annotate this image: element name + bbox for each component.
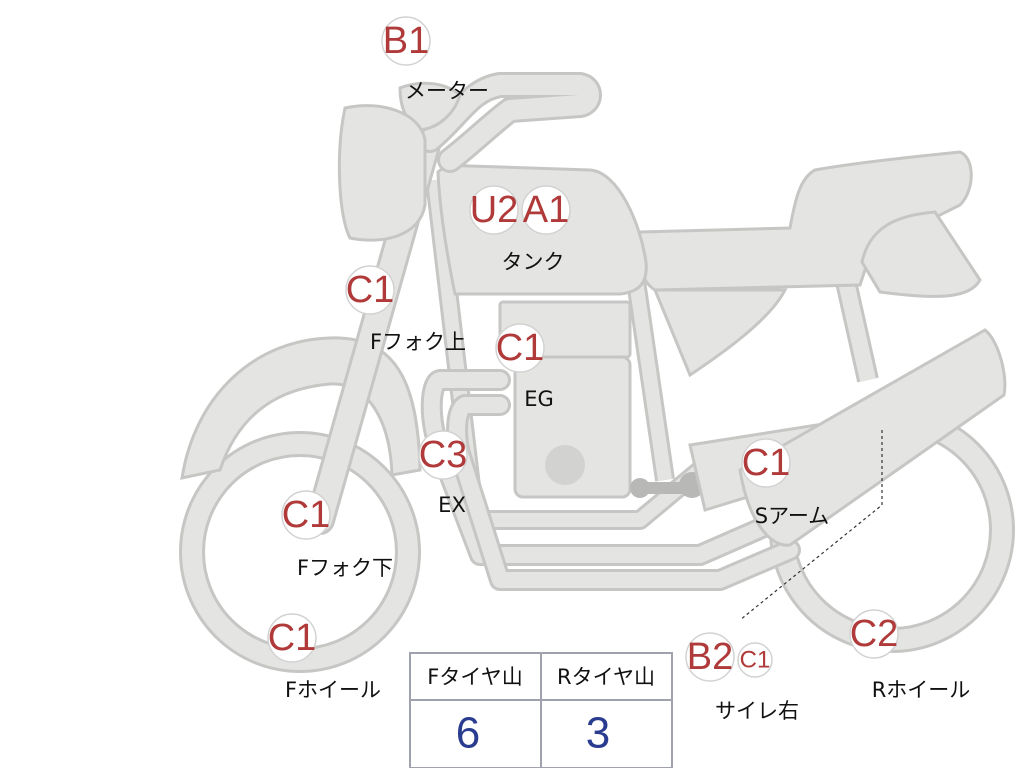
headlight <box>337 104 427 242</box>
badge-code: C2 <box>850 613 899 655</box>
side-cover <box>652 288 788 378</box>
badge-label: サイレ右 <box>715 699 799 723</box>
muffler-shape <box>738 328 1007 547</box>
tire-tread-table: Fタイヤ山 Rタイヤ山 6 3 <box>409 652 673 768</box>
badge-meter: B1 メーター <box>381 16 489 103</box>
badge-swingarm: C1 Sアーム <box>741 438 829 528</box>
badge-label: Fホイール <box>285 678 381 702</box>
footpeg <box>630 472 706 498</box>
handlebar <box>417 72 602 173</box>
table-value-rear: 3 <box>586 709 610 758</box>
badge-code: C1 <box>496 327 545 369</box>
badge-ffork-upper: C1 Fフォク上 <box>345 265 466 354</box>
badge-code: C1 <box>346 269 395 311</box>
badge-code: C3 <box>419 434 468 476</box>
badge-code: B2 <box>687 636 733 678</box>
badge-tank-u: U2 <box>469 185 519 235</box>
badge-muffler-c: C1 サイレ右 <box>715 642 799 723</box>
badge-label: Fフォク上 <box>370 330 466 354</box>
badge-label: Fフォク下 <box>297 556 393 580</box>
table-header-front: Fタイヤ山 <box>427 665 522 689</box>
badge-code: C1 <box>268 617 317 659</box>
badge-fwheel: C1 Fホイール <box>267 613 381 702</box>
badge-tank-a: A1 タンク <box>502 185 571 274</box>
badge-label: Sアーム <box>755 504 829 528</box>
badge-code: U2 <box>470 189 519 231</box>
badge-engine: C1 EG <box>495 323 554 411</box>
badge-code: C1 <box>740 647 771 674</box>
badge-code: B1 <box>383 20 429 62</box>
badge-label: メーター <box>405 79 489 103</box>
badge-label: Rホイール <box>872 678 971 702</box>
badge-ffork-lower: C1 Fフォク下 <box>281 490 393 580</box>
rear-fender <box>860 210 982 298</box>
table-header-rear: Rタイヤ山 <box>557 665 655 689</box>
badge-label: EX <box>438 493 466 517</box>
badge-muffler-b: B2 <box>685 632 735 682</box>
badge-code: A1 <box>523 189 569 231</box>
seat <box>636 150 973 292</box>
badge-label: EG <box>524 387 554 411</box>
badge-code: C1 <box>742 442 791 484</box>
badge-code: C1 <box>282 494 331 536</box>
table-value-front: 6 <box>456 709 480 758</box>
badge-rwheel: C2 Rホイール <box>849 609 971 702</box>
badge-label: タンク <box>502 250 565 274</box>
badge-exhaust: C3 EX <box>418 430 468 517</box>
guide-line <box>739 430 883 621</box>
